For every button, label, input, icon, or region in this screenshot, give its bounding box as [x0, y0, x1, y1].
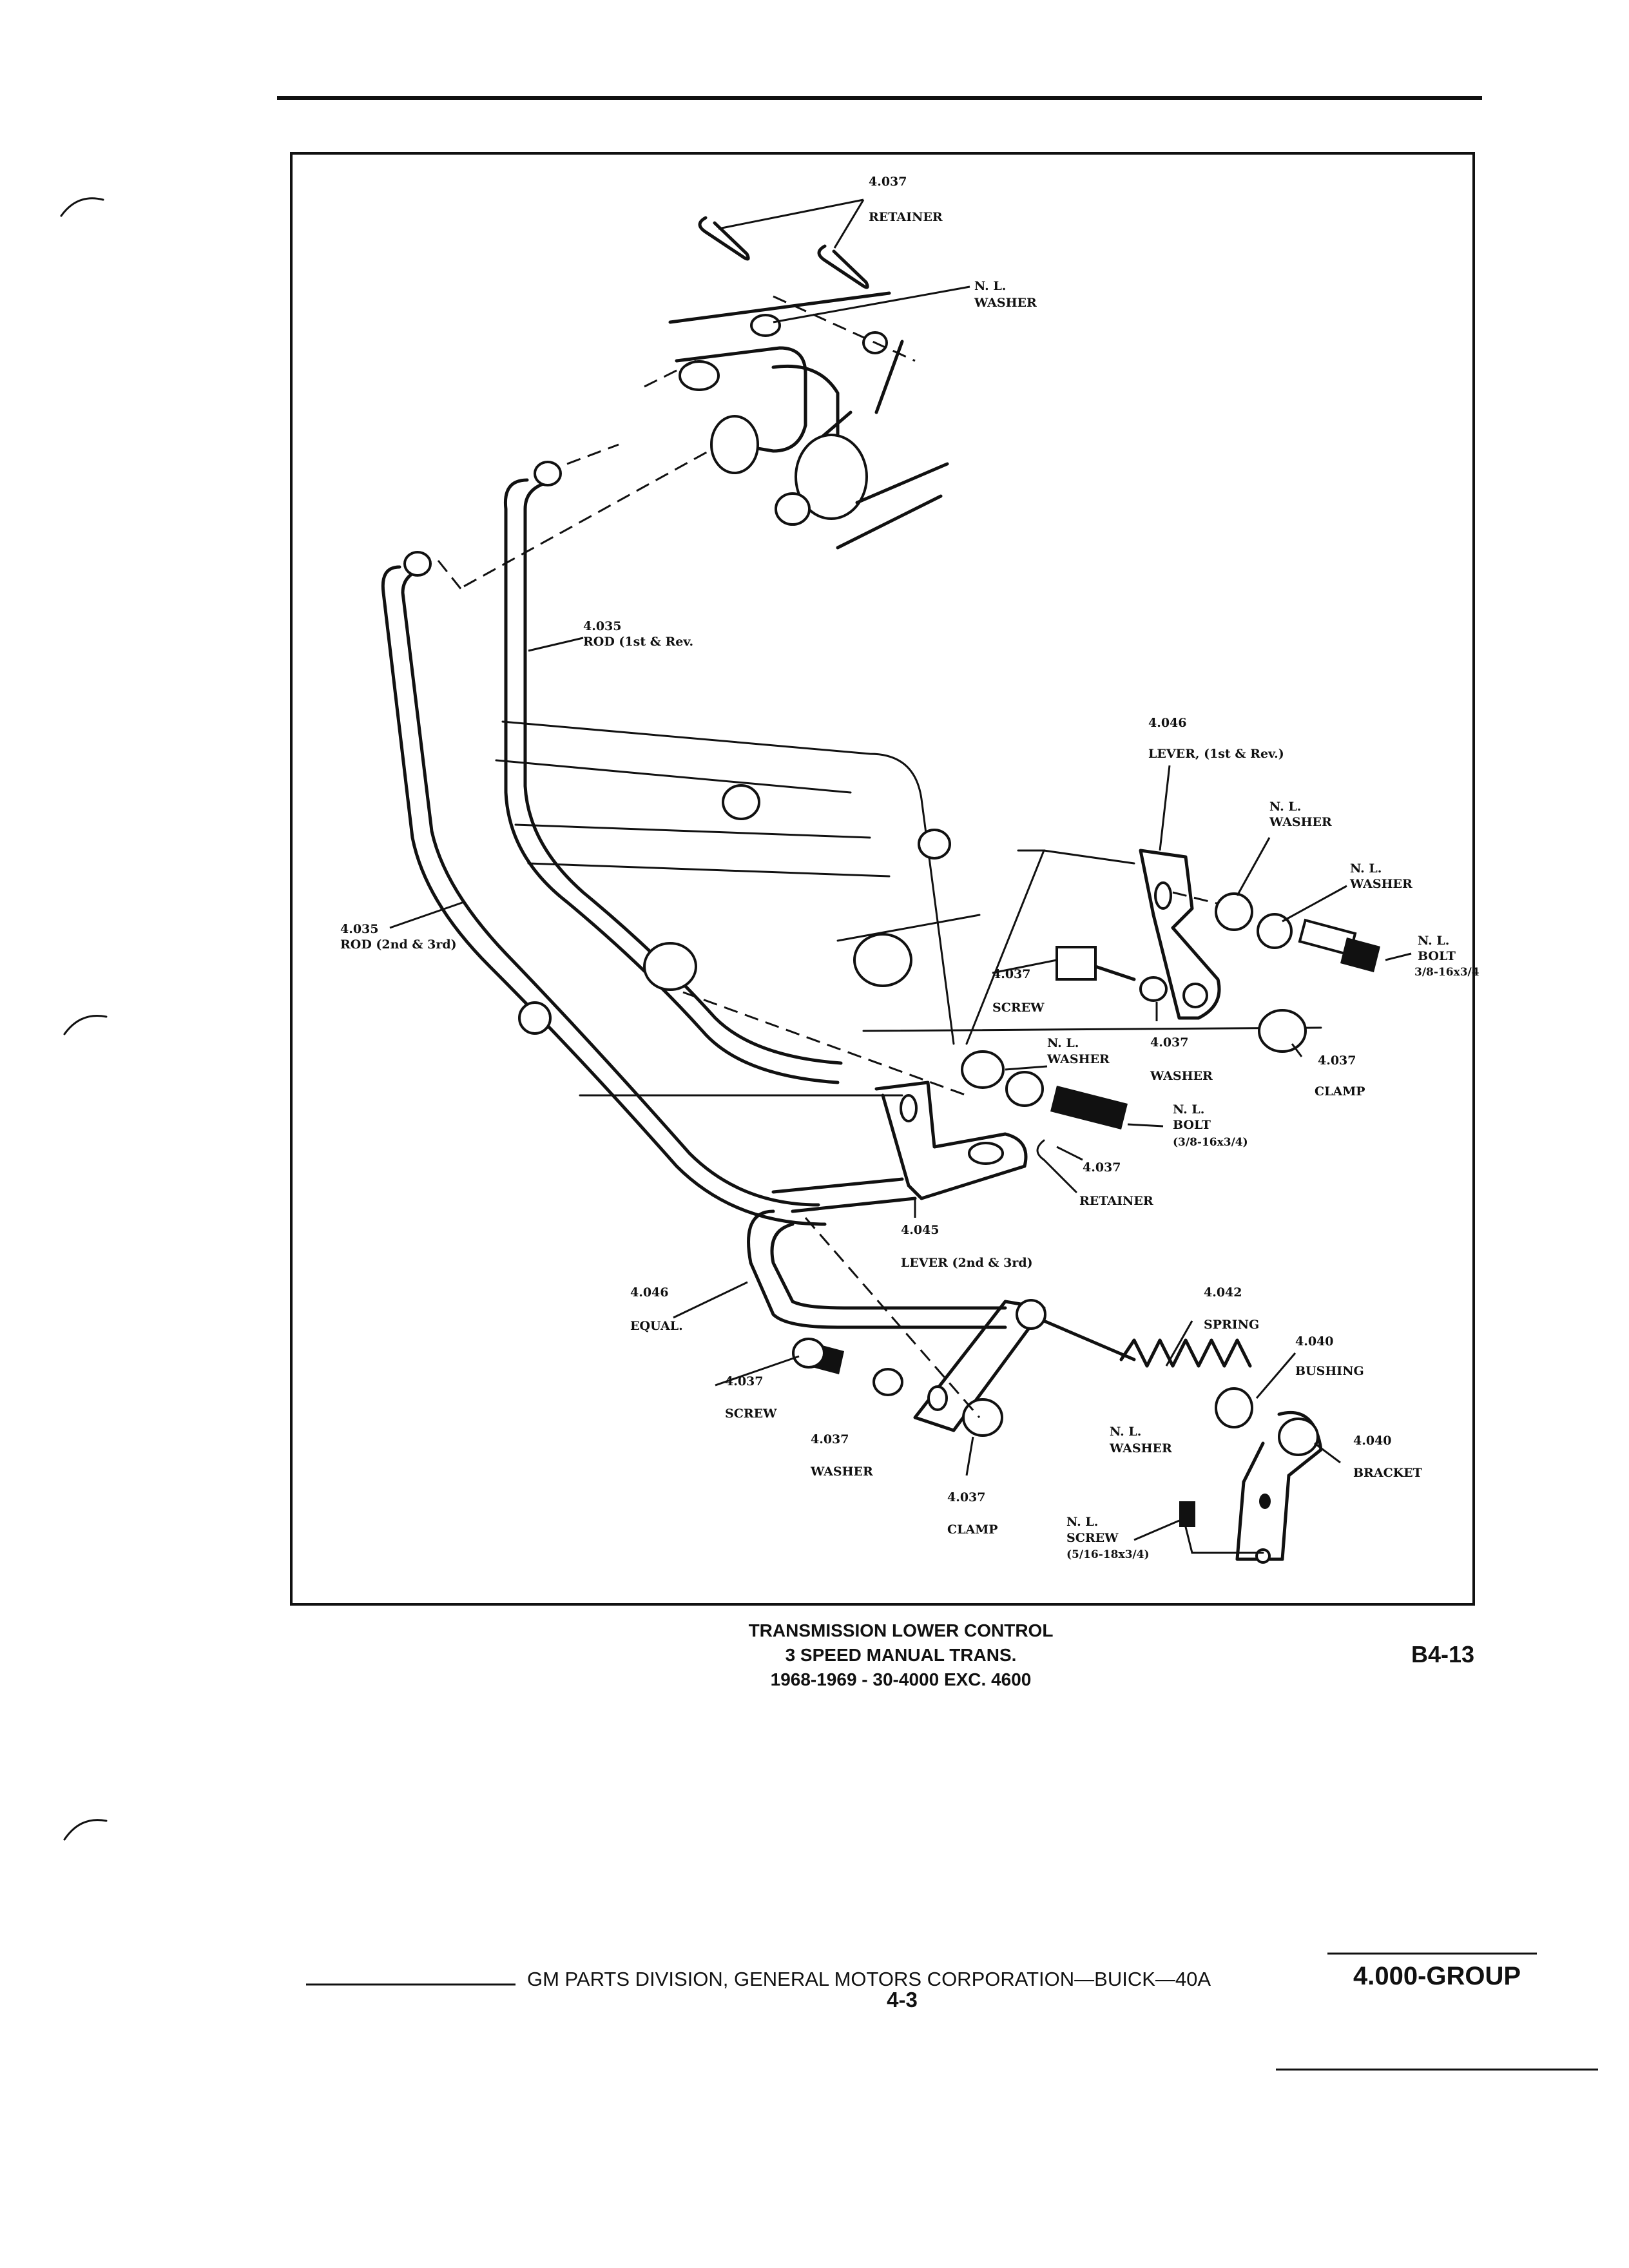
label-retainer-top: RETAINER — [869, 210, 943, 224]
label-retainer-b: RETAINER — [1079, 1194, 1153, 1208]
page-footer: GM PARTS DIVISION, GENERAL MOTORS CORPOR… — [306, 1952, 1598, 2071]
label-bushing-num: 4.040 — [1295, 1334, 1334, 1349]
footer-publisher: GM PARTS DIVISION, GENERAL MOTORS CORPOR… — [527, 1968, 1211, 1990]
label-washer-f-nl: N. L. — [1110, 1425, 1141, 1439]
label-lever-1st-num: 4.046 — [1148, 716, 1187, 730]
label-spring: SPRING — [1204, 1318, 1259, 1332]
shift-shaft-assembly — [463, 291, 949, 588]
label-equal-num: 4.046 — [630, 1285, 669, 1300]
label-washer-e-num: 4.037 — [811, 1432, 849, 1446]
label-washer-d: WASHER — [1046, 1052, 1110, 1066]
label-screw-a-num: 4.037 — [992, 967, 1031, 981]
label-bracket: BRACKET — [1353, 1466, 1422, 1480]
leader-lines — [389, 198, 1412, 1541]
figure-id: B4-13 — [1411, 1641, 1474, 1667]
caption-line-1: TRANSMISSION LOWER CONTROL — [749, 1620, 1054, 1640]
diagram-frame — [290, 152, 1475, 1606]
label-washer-c: WASHER — [1150, 1069, 1213, 1083]
label-screw-c-size: (5/16-18x3/4) — [1066, 1548, 1150, 1561]
footer-page-number: 4-3 — [887, 1988, 918, 2012]
label-lever-2nd-num: 4.045 — [901, 1223, 940, 1237]
binder-mark-top — [60, 197, 104, 217]
label-clamp-a: CLAMP — [1315, 1084, 1365, 1099]
figure-caption: TRANSMISSION LOWER CONTROL 3 SPEED MANUA… — [749, 1620, 1054, 1689]
label-clamp-a-num: 4.037 — [1318, 1053, 1356, 1068]
label-lever-2nd: LEVER (2nd & 3rd) — [901, 1256, 1033, 1270]
lever-2nd-3rd-part — [771, 1050, 1128, 1213]
label-screw-a: SCREW — [992, 1001, 1045, 1015]
label-washer-a-nl: N. L. — [1269, 800, 1301, 814]
rod-1st-rev — [503, 443, 843, 1084]
label-spring-num: 4.042 — [1204, 1285, 1242, 1300]
part-labels: 4.037 RETAINER N. L. WASHER 4.035 ROD (1… — [340, 175, 1480, 1561]
binder-mark-bottom — [63, 1819, 108, 1841]
label-washer-b: WASHER — [1349, 877, 1412, 891]
label-bolt-b-nl: N. L. — [1173, 1102, 1204, 1117]
label-bolt-a-size: 3/8-16x3/4 — [1414, 966, 1480, 979]
label-washer-e: WASHER — [810, 1465, 873, 1479]
equalizer-part — [747, 1209, 1136, 1437]
label-bolt-a-nl: N. L. — [1418, 934, 1449, 948]
label-washer-top-nl: N. L. — [974, 279, 1006, 293]
label-screw-c: SCREW — [1066, 1531, 1119, 1545]
label-bushing: BUSHING — [1295, 1364, 1364, 1378]
label-bolt-b: BOLT — [1173, 1118, 1211, 1132]
spring-bracket-part — [1119, 1338, 1323, 1564]
label-rod-2nd: ROD (2nd & 3rd) — [340, 937, 457, 952]
label-washer-d-nl: N. L. — [1047, 1036, 1079, 1050]
label-bolt-b-size: (3/8-16x3/4) — [1173, 1136, 1248, 1149]
rod-2nd-3rd — [381, 551, 827, 1226]
transmission-case — [495, 720, 1322, 1097]
label-rod-1st: ROD (1st & Rev. — [583, 635, 693, 649]
label-washer-a: WASHER — [1269, 815, 1332, 829]
label-equal: EQUAL. — [630, 1319, 683, 1333]
label-clamp-b: CLAMP — [947, 1523, 998, 1537]
label-retainer-top-num: 4.037 — [869, 175, 907, 189]
lever-1st-rev-part — [1055, 849, 1380, 1053]
label-retainer-b-num: 4.037 — [1083, 1160, 1121, 1175]
footer-group: 4.000-GROUP — [1353, 1962, 1521, 1990]
label-washer-top: WASHER — [974, 296, 1037, 310]
label-bolt-a: BOLT — [1418, 949, 1456, 963]
label-washer-b-nl: N. L. — [1350, 861, 1382, 876]
label-rod-2nd-num: 4.035 — [340, 922, 379, 936]
label-screw-b-num: 4.037 — [725, 1374, 764, 1389]
caption-line-2: 3 SPEED MANUAL TRANS. — [786, 1645, 1017, 1665]
label-screw-c-nl: N. L. — [1066, 1515, 1098, 1529]
drawing — [381, 216, 1380, 1564]
label-washer-f: WASHER — [1109, 1441, 1172, 1456]
label-screw-b: SCREW — [725, 1407, 777, 1421]
label-clamp-b-num: 4.037 — [947, 1490, 986, 1504]
retainer-clips-top — [698, 216, 869, 289]
label-washer-c-num: 4.037 — [1150, 1035, 1189, 1050]
label-rod-1st-num: 4.035 — [583, 619, 622, 633]
label-lever-1st: LEVER, (1st & Rev.) — [1148, 747, 1284, 761]
binder-mark-middle — [63, 1015, 108, 1035]
caption-line-3: 1968-1969 - 30-4000 EXC. 4600 — [771, 1669, 1032, 1689]
label-bracket-num: 4.040 — [1353, 1434, 1392, 1448]
